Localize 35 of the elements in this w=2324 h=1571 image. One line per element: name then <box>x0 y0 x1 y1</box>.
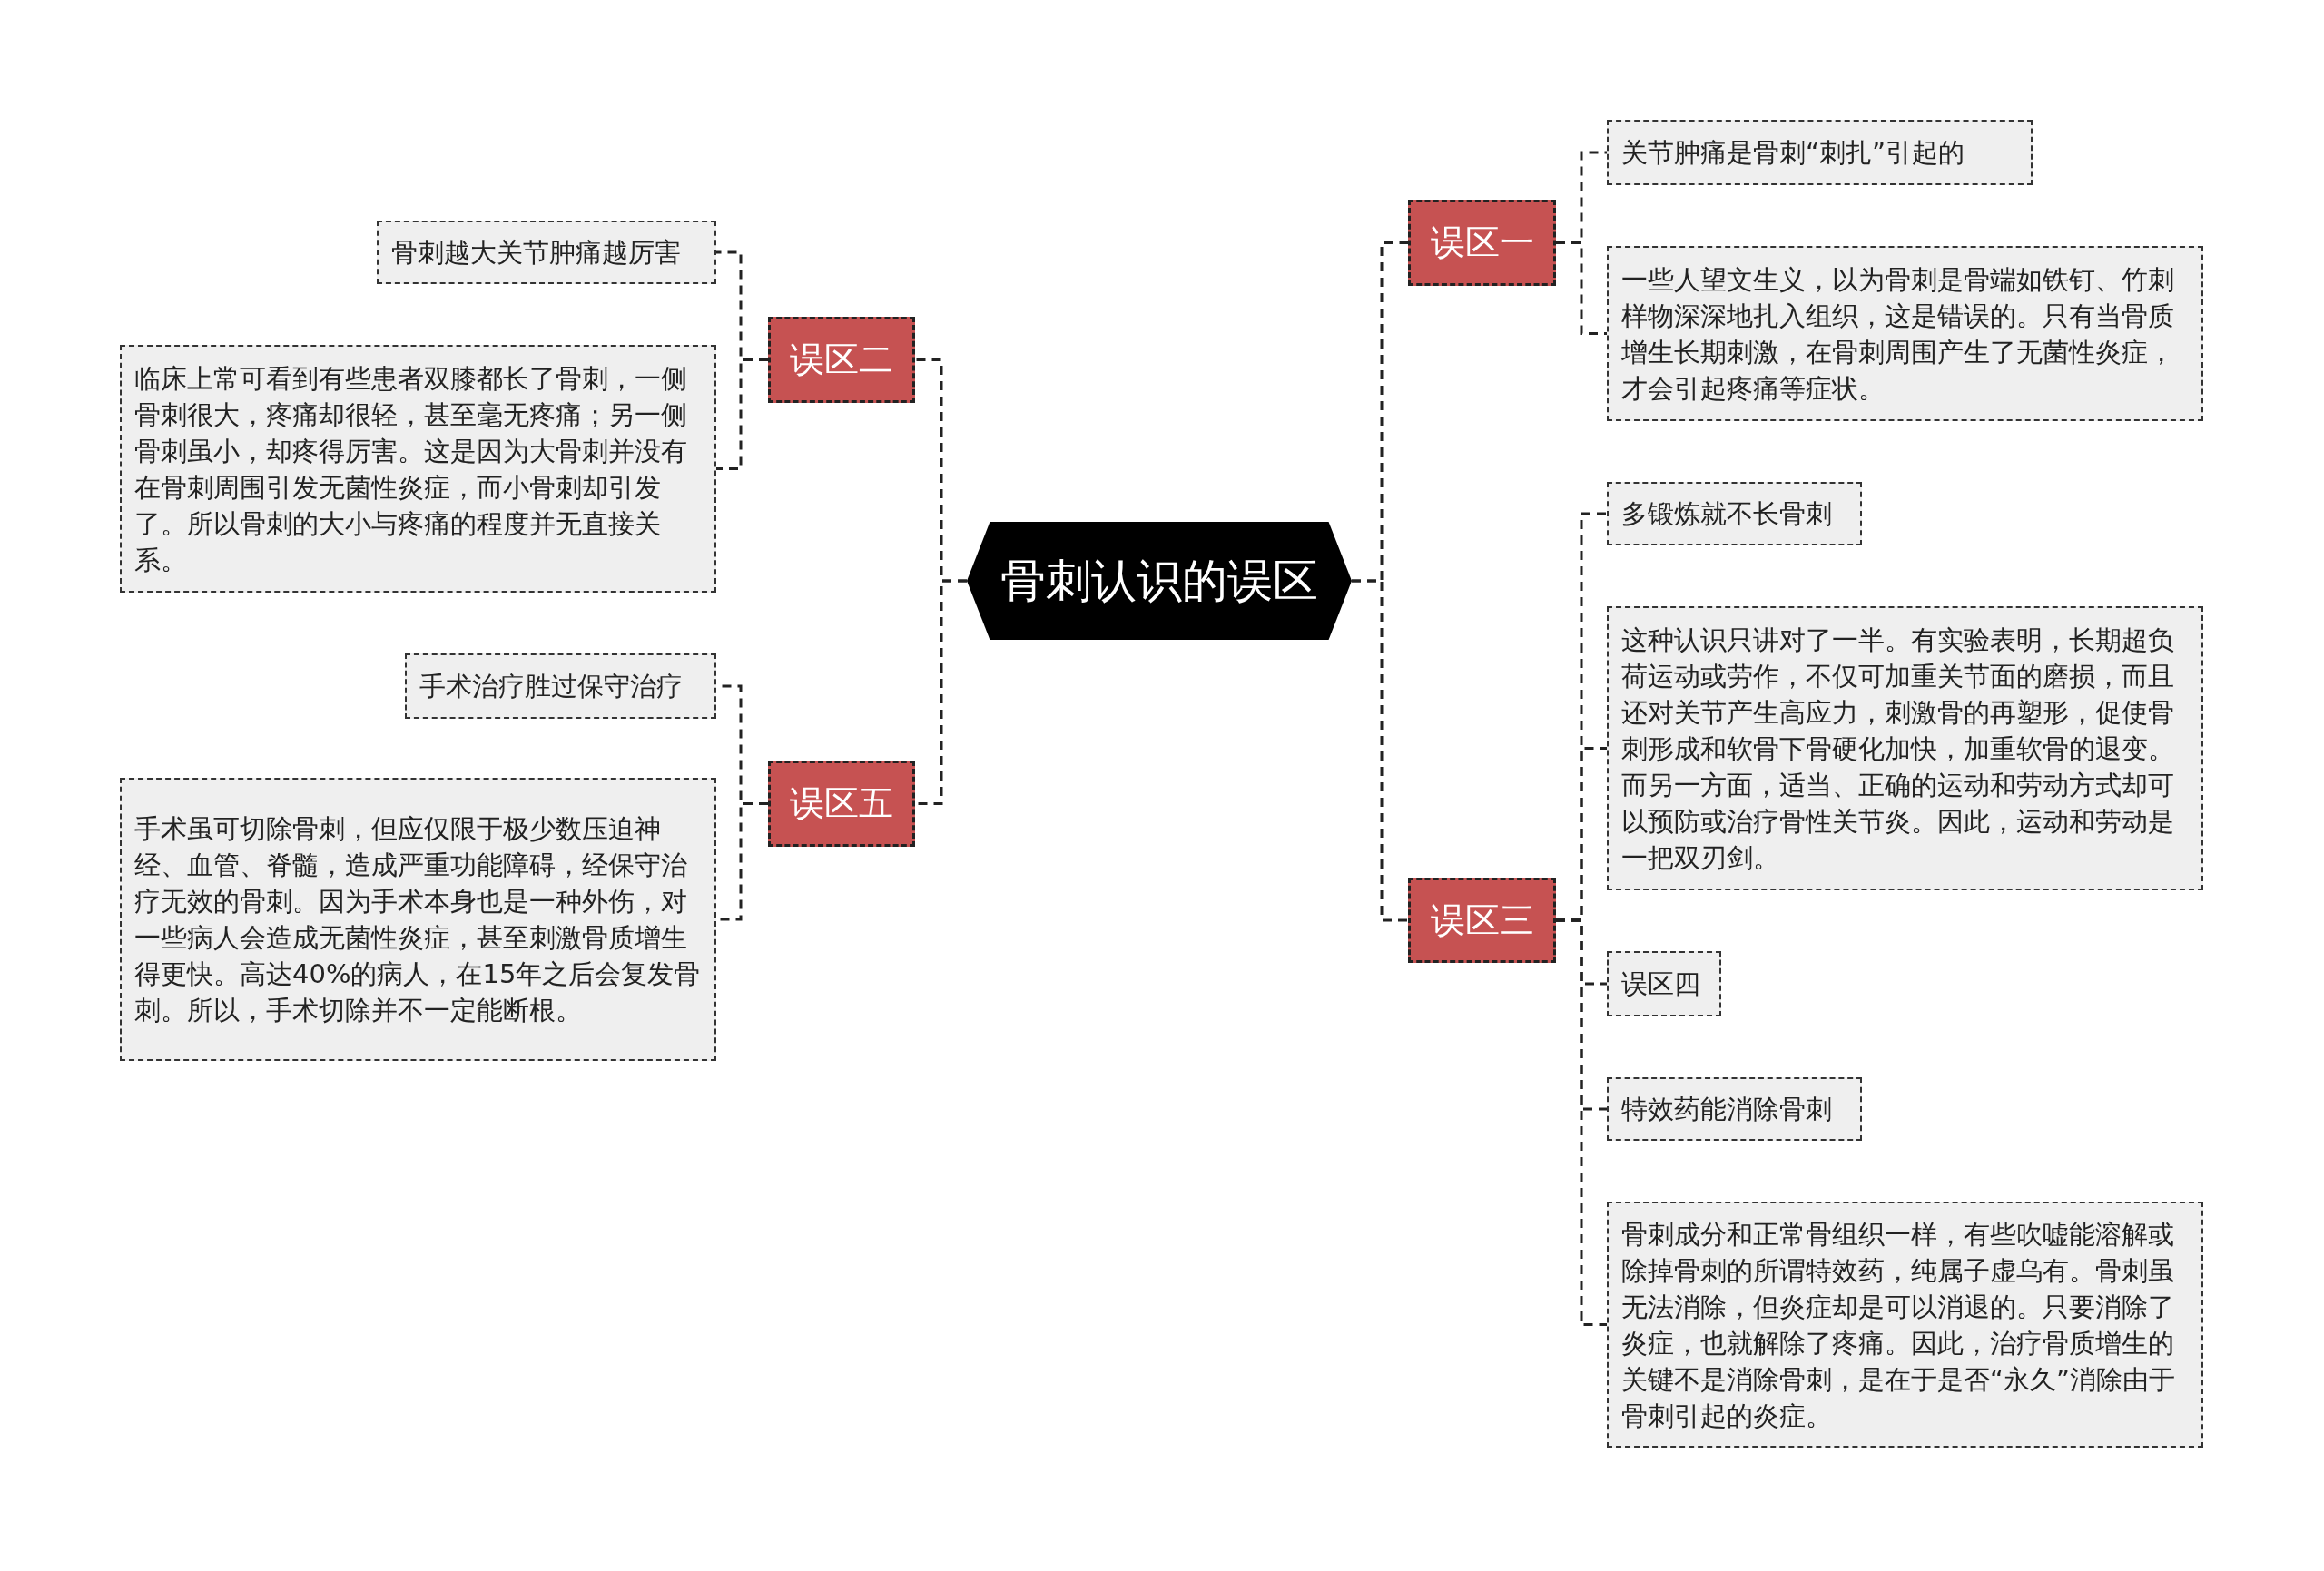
note-text: 多锻炼就不长骨刺 <box>1621 497 1832 531</box>
topic-label: 误区三 <box>1430 898 1534 942</box>
note-box <box>377 221 716 284</box>
note-box <box>1607 1202 2203 1448</box>
topic-label: 骨刺认识的误区 <box>1000 553 1318 609</box>
note-box <box>120 778 716 1061</box>
note-text: 临床上常可看到有些患者双膝都长了骨刺，一侧骨刺很大，疼痛却很轻，甚至毫无疼痛；另一侧骨刺虽小，却疼得厉害。这是因为大骨刺并没有在骨刺周围引发无菌性炎症，而小骨刺却引发了。所以骨刺的大小与疼痛的程度并无直接关系。 <box>134 361 688 577</box>
note-text: 骨刺越大关节肿痛越厉害 <box>391 236 681 270</box>
note-box <box>1607 606 2203 890</box>
topic-label: 误区一 <box>1430 221 1534 264</box>
topic-label: 误区五 <box>790 782 893 825</box>
connector-line <box>1556 241 1607 335</box>
topic-box <box>1408 200 1556 286</box>
topic-box <box>768 761 915 847</box>
note-box <box>1607 1077 1862 1141</box>
connector-line <box>716 358 768 470</box>
note-box <box>1607 951 1721 1016</box>
note-text: 误区四 <box>1621 967 1700 1001</box>
note-text: 骨刺成分和正常骨组织一样，有些吹嘘能溶解或除掉骨刺的所谓特效药，纯属子虚乌有。骨刺虽无法消除，但炎症却是可以消退的。只要消除了炎症，也就解除了疼痛。因此，治疗骨质增生的关键不是消除骨刺，是在于是否“永久”消除由于骨刺引起的炎症。 <box>1621 1217 2177 1433</box>
note-box <box>1607 482 1862 545</box>
note-box <box>405 653 716 719</box>
note-text: 手术虽可切除骨刺，但应仅限于极少数压迫神经、血管、脊髓，造成严重功能障碍，经保守治疗无效的骨刺。因为手术本身也是一种外伤，对一些病人会造成无菌性炎症，甚至刺激骨质增生得更快。高达40%的病人，在15年之后会复发骨刺。所以，手术切除并不一定能断根。 <box>134 812 702 1027</box>
note-text: 一些人望文生义，以为骨刺是骨端如铁钉、竹刺样物深深地扎入组织，这是错误的。只有当骨质增生长期刺激，在骨刺周围产生了无菌性炎症，才会引起疼痛等症状。 <box>1621 262 2175 406</box>
note-text: 特效药能消除骨刺 <box>1621 1093 1832 1126</box>
topic-label: 误区二 <box>790 339 893 381</box>
note-box <box>120 345 716 593</box>
topic-box <box>1408 878 1556 963</box>
note-text: 这种认识只讲对了一半。有实验表明，长期超负荷运动或劳作，不仅可加重关节面的磨损，而且还对关节产生高应力，刺激骨的再塑形，促使骨刺形成和软骨下骨硬化加快，加重软骨的退变。而另一方面，适当、正确的运动和劳动方式却可以预防或治疗骨性关节炎。因此，运动和劳动是一把双刃剑。 <box>1621 623 2175 875</box>
topic-box <box>768 317 915 403</box>
note-box <box>1607 246 2203 421</box>
connector-line <box>1352 579 1408 922</box>
note-text: 手术治疗胜过保守治疗 <box>419 670 683 703</box>
note-box <box>1607 120 2033 185</box>
connector-line <box>1556 918 1607 1326</box>
note-text: 关节肿痛是骨刺“刺扎”引起的 <box>1621 136 1965 170</box>
